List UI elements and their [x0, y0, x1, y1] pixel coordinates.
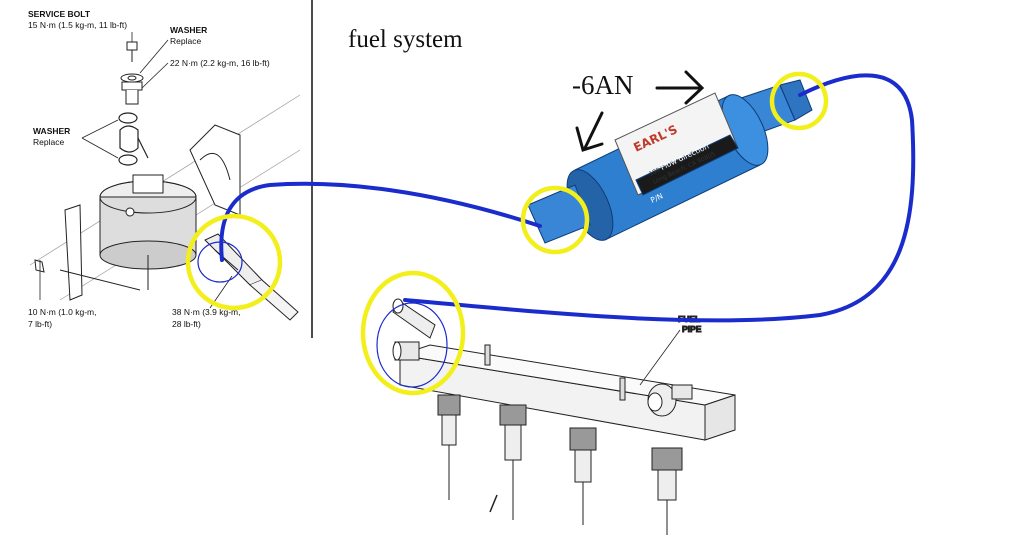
washer-mid-note: Replace	[33, 137, 64, 147]
fuel-injector-4	[651, 447, 683, 535]
washer-top-note: Replace	[170, 36, 201, 46]
service-manual-excerpt: SERVICE BOLT 15 N·m (1.5 kg-m, 11 lb-ft)…	[28, 0, 313, 338]
torque-38-label-a: 38 N·m (3.9 kg-m,	[172, 307, 241, 317]
highlight-rail-inlet	[360, 270, 466, 396]
torque-10-label-a: 10 N·m (1.0 kg-m,	[28, 307, 97, 317]
service-bolt-label: SERVICE BOLT	[28, 9, 91, 19]
fitting-size-label: -6AN	[572, 70, 634, 100]
connection-highlights	[185, 71, 829, 396]
stock-fuel-filter	[59, 174, 197, 291]
fuel-pressure-regulator	[647, 383, 693, 417]
thin-blue-markers	[197, 241, 448, 388]
fuel-injector-2	[499, 404, 527, 520]
washer-pair	[118, 112, 149, 166]
torque-10-label-b: 7 lb-ft)	[28, 319, 52, 329]
highlight-filter-inlet	[520, 185, 590, 255]
torque-38-label-b: 28 lb-ft)	[172, 319, 201, 329]
outlet-hose-fitting	[204, 233, 299, 321]
handdrawn-arrows	[575, 70, 705, 152]
washer-mid-label: WASHER	[33, 126, 70, 136]
fuel-injector-1	[437, 394, 461, 500]
fuel-pipe-label-2: PIPE	[682, 324, 702, 334]
fuel-line-filter-to-rail	[403, 73, 916, 323]
fuel-rail-assembly: FUEL PIPE	[392, 298, 736, 535]
fuel-line-tank-to-filter	[219, 181, 542, 262]
highlight-stock-outlet	[185, 213, 283, 311]
service-bolt-assembly	[120, 41, 144, 105]
inline-fuel-filter	[527, 79, 813, 244]
filter-bracket	[34, 124, 241, 301]
fuel-injector-3	[569, 427, 597, 525]
service-bolt-torque: 15 N·m (1.5 kg-m, 11 lb-ft)	[28, 20, 127, 30]
highlight-filter-outlet	[769, 71, 829, 131]
washer-top-label: WASHER	[170, 25, 207, 35]
torque-22-label: 22 N·m (2.2 kg-m, 16 lb-ft)	[170, 58, 270, 68]
diagram-title: fuel system	[348, 26, 463, 53]
